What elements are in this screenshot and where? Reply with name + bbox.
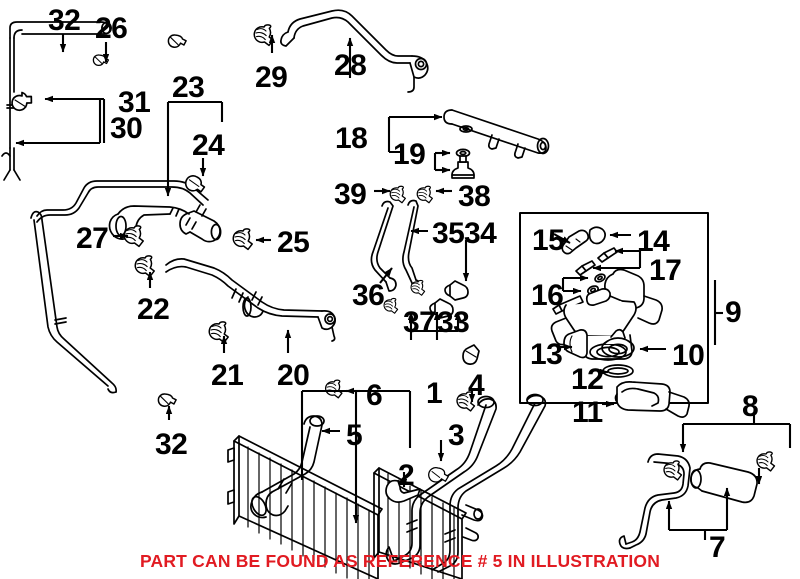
part-34-connector [462,344,480,365]
part-33-connector-b [444,280,469,301]
part-16-oring-a [594,273,606,283]
callout-11: 11 [572,396,603,429]
part-20-radiator-hose [165,258,336,342]
callout-19: 19 [393,138,426,171]
callout-34: 34 [464,217,497,250]
part-9-thermostat-housing [550,268,663,361]
callout-1: 1 [426,377,443,410]
callout-4: 4 [468,369,485,402]
callout-23: 23 [172,71,205,104]
callout-20: 20 [277,359,310,392]
callout-leaders [15,34,763,524]
part-38-clamp [416,185,434,204]
thin-coolant-tube [30,210,118,394]
callout-35: 35 [432,217,465,250]
callout-29: 29 [255,61,288,94]
callout-30: 30 [110,112,143,145]
callout-37: 37 [403,306,436,339]
callout-18: 18 [335,122,368,155]
callout-brackets [98,99,792,540]
part-2-clip [385,479,421,503]
callout-21: 21 [211,359,244,392]
callout-26: 26 [95,12,128,45]
callout-6: 6 [366,379,383,412]
part-6-clamp [324,379,343,399]
part-28-coolant-hose [280,9,429,93]
part-17-bolt-a [597,247,618,263]
part-7-hose-short [690,462,758,504]
part-22-clamp [134,255,156,278]
part-11-housing-cover [614,381,690,418]
callout-27: 27 [76,222,109,255]
callout-14: 14 [637,225,670,258]
part-7-hose-long [618,453,691,550]
part-32-lower-clamp [157,393,177,408]
part-31-bracket-clip [11,91,33,112]
callout-31: 31 [118,86,151,119]
callout-39: 39 [334,178,367,211]
callout-36: 36 [352,279,385,312]
part-37-clamp-b [410,279,426,296]
part-13-gasket [563,329,588,359]
callout-25: 25 [277,226,310,259]
part-15-sensor [561,229,590,255]
part-35-heater-hose [402,199,422,294]
callout-17: 17 [649,254,682,287]
callout-13: 13 [530,338,563,371]
part-1-lower-hose-b [431,393,547,573]
part-14-plug [588,226,606,245]
part-8-clamp-a [663,460,683,481]
callout-10: 10 [672,339,705,372]
part-37-clamp-a [383,297,399,314]
part-18-coolant-pipe [443,109,550,159]
reference-footnote: PART CAN BE FOUND AS REFERENCE # 5 IN IL… [139,551,661,571]
callout-5: 5 [346,419,363,452]
callout-3: 3 [448,419,465,452]
callout-2: 2 [398,459,415,492]
callout-12: 12 [571,363,604,396]
radiator-core [227,435,383,579]
callout-22: 22 [137,293,170,326]
callout-16: 16 [531,279,564,312]
callout-33: 33 [437,306,470,339]
part-24-clip [184,175,206,193]
part-39-clamp [389,185,407,204]
callout-7: 7 [709,531,726,564]
callout-32-top: 32 [48,4,81,37]
part-23-heater-hose [36,180,222,243]
callout-24: 24 [192,129,225,162]
callout-15: 15 [532,224,565,257]
part-36-heater-hose [370,200,397,292]
callout-8: 8 [742,390,759,423]
part-30-vent-pipe [1,21,112,181]
callout-38: 38 [458,180,491,213]
callout-9: 9 [725,296,742,329]
part-3-clamp [428,467,449,483]
callout-32-bottom: 32 [155,428,188,461]
part-17-bolt-b [575,260,596,276]
part-1-lower-hose [385,395,497,565]
part-21-clamp [208,321,230,344]
part-32-upper-clamp [167,34,187,49]
part-10-thermostat [601,328,635,358]
callout-28: 28 [334,49,367,82]
part-29-clamp [253,24,275,47]
part-19-sensor [451,155,475,179]
part-25-clamp [232,228,254,251]
